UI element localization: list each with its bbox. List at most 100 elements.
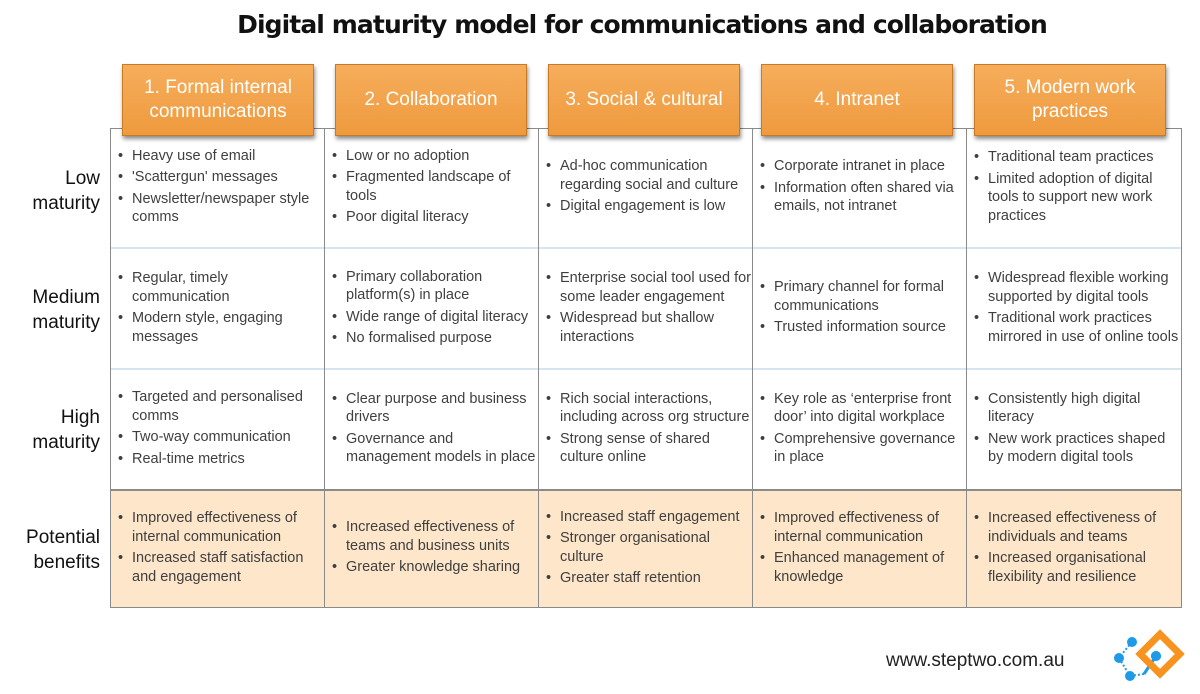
bullet-item: Traditional team practices (974, 148, 1179, 167)
bullet-item: Traditional work practices mirrored in u… (974, 309, 1179, 346)
bullet-list: Widespread flexible working supported by… (974, 269, 1179, 349)
column-header-intranet: 4. Intranet (761, 64, 953, 136)
bullet-list: Targeted and personalised commsTwo-way c… (118, 388, 323, 471)
bullet-item: Corporate intranet in place (760, 157, 965, 176)
bullet-item: Improved effectiveness of internal commu… (118, 509, 323, 546)
grid-cell: Primary channel for formal communication… (760, 249, 965, 369)
column-divider (538, 129, 539, 607)
bullet-item: Stronger organisational culture (546, 529, 751, 566)
bullet-item: Governance and management models in plac… (332, 430, 537, 467)
bullet-item: Fragmented landscape of tools (332, 168, 537, 205)
row-label-medium-maturity: Medium maturity (32, 287, 100, 333)
row-divider (111, 247, 1181, 249)
bullet-item: Real-time metrics (118, 450, 323, 469)
grid-cell: Traditional team practicesLimited adopti… (974, 129, 1179, 247)
bullet-list: Primary collaboration platform(s) in pla… (332, 268, 537, 351)
grid-cell: Increased staff engagementStronger organ… (546, 490, 751, 608)
bullet-list: Improved effectiveness of internal commu… (118, 509, 323, 589)
bullet-list: Increased staff engagementStronger organ… (546, 508, 751, 591)
bullet-item: Primary channel for formal communication… (760, 278, 965, 315)
bullet-item: Strong sense of shared culture online (546, 430, 751, 467)
grid-cell: Ad-hoc communication regarding social an… (546, 129, 751, 247)
bullet-item: Consistently high digital literacy (974, 390, 1179, 427)
bullet-item: Poor digital literacy (332, 208, 537, 227)
grid-cell: Improved effectiveness of internal commu… (118, 490, 323, 608)
bullet-item: Information often shared via emails, not… (760, 179, 965, 216)
bullet-list: Traditional team practicesLimited adopti… (974, 148, 1179, 228)
bullet-item: Enterprise social tool used for some lea… (546, 269, 751, 306)
bullet-item: New work practices shaped by modern digi… (974, 430, 1179, 467)
bullet-item: Increased staff satisfaction and engagem… (118, 549, 323, 586)
bullet-list: Consistently high digital literacyNew wo… (974, 390, 1179, 470)
bullet-item: Limited adoption of digital tools to sup… (974, 170, 1179, 226)
bullet-list: Ad-hoc communication regarding social an… (546, 157, 751, 219)
grid-cell: Targeted and personalised commsTwo-way c… (118, 369, 323, 490)
bullet-item: Greater staff retention (546, 569, 751, 588)
bullet-item: Widespread but shallow interactions (546, 309, 751, 346)
grid-cell: Increased effectiveness of individuals a… (974, 490, 1179, 608)
bullet-item: Increased effectiveness of individuals a… (974, 509, 1179, 546)
grid-cell: Consistently high digital literacyNew wo… (974, 369, 1179, 490)
page-title: Digital maturity model for communication… (237, 10, 1048, 39)
bullet-item: Key role as ‘enterprise front door’ into… (760, 390, 965, 427)
column-header-collaboration: 2. Collaboration (335, 64, 527, 136)
bullet-item: Ad-hoc communication regarding social an… (546, 157, 751, 194)
grid-cell: Improved effectiveness of internal commu… (760, 490, 965, 608)
grid-cell: Rich social interactions, including acro… (546, 369, 751, 490)
bullet-list: Key role as ‘enterprise front door’ into… (760, 390, 965, 470)
bullet-list: Enterprise social tool used for some lea… (546, 269, 751, 349)
bullet-list: Rich social interactions, including acro… (546, 390, 751, 470)
row-divider (111, 368, 1181, 370)
row-label-potential-benefits: Potential benefits (26, 527, 100, 573)
bullet-list: Improved effectiveness of internal commu… (760, 509, 965, 589)
bullet-item: Greater knowledge sharing (332, 558, 537, 577)
bullet-item: Two-way communication (118, 428, 323, 447)
grid-cell: Primary collaboration platform(s) in pla… (332, 249, 537, 369)
row-label-high-maturity: High maturity (32, 407, 100, 453)
bullet-item: Digital engagement is low (546, 197, 751, 216)
bullet-item: No formalised purpose (332, 329, 537, 348)
column-header-formal-communications: 1. Formal internal communications (122, 64, 314, 136)
grid-cell: Widespread flexible working supported by… (974, 249, 1179, 369)
bullet-item: Increased effectiveness of teams and bus… (332, 518, 537, 555)
bullet-item: Targeted and personalised comms (118, 388, 323, 425)
bullet-list: Low or no adoptionFragmented landscape o… (332, 147, 537, 230)
steptwo-logo-icon (1114, 629, 1185, 681)
bullet-item: Widespread flexible working supported by… (974, 269, 1179, 306)
bullet-item: Rich social interactions, including acro… (546, 390, 751, 427)
bullet-list: Clear purpose and business driversGovern… (332, 390, 537, 470)
column-divider (752, 129, 753, 607)
bullet-item: Heavy use of email (118, 147, 323, 166)
grid-cell: Enterprise social tool used for some lea… (546, 249, 751, 369)
bullet-list: Regular, timely communicationModern styl… (118, 269, 323, 349)
bullet-item: Newsletter/newspaper style comms (118, 190, 323, 227)
column-header-modern-work-practices: 5. Modern work practices (974, 64, 1166, 136)
grid-cell: Corporate intranet in placeInformation o… (760, 129, 965, 247)
footer-url[interactable]: www.steptwo.com.au (886, 650, 1065, 671)
grid-cell: Heavy use of email 'Scattergun' messagesN… (118, 129, 323, 247)
bullet-item: Increased organisational flexibility and… (974, 549, 1179, 586)
bullet-item: Low or no adoption (332, 147, 537, 166)
bullet-item: Trusted information source (760, 318, 965, 337)
bullet-item: Comprehensive governance in place (760, 430, 965, 467)
bullet-item: Regular, timely communication (118, 269, 323, 306)
bullet-item: Enhanced management of knowledge (760, 549, 965, 586)
bullet-item: Primary collaboration platform(s) in pla… (332, 268, 537, 305)
bullet-item: 'Scattergun' messages (118, 168, 323, 187)
grid-cell: Increased effectiveness of teams and bus… (332, 490, 537, 608)
row-label-low-maturity: Low maturity (32, 168, 100, 214)
grid-cell: Key role as ‘enterprise front door’ into… (760, 369, 965, 490)
column-divider (324, 129, 325, 607)
bullet-list: Heavy use of email 'Scattergun' messagesN… (118, 147, 323, 230)
bullet-item: Increased staff engagement (546, 508, 751, 527)
bullet-item: Improved effectiveness of internal commu… (760, 509, 965, 546)
bullet-item: Clear purpose and business drivers (332, 390, 537, 427)
column-header-social-cultural: 3. Social & cultural (548, 64, 740, 136)
bullet-item: Modern style, engaging messages (118, 309, 323, 346)
bullet-list: Primary channel for formal communication… (760, 278, 965, 340)
grid-cell: Regular, timely communicationModern styl… (118, 249, 323, 369)
bullet-list: Increased effectiveness of individuals a… (974, 509, 1179, 589)
bullet-list: Corporate intranet in placeInformation o… (760, 157, 965, 219)
grid-cell: Clear purpose and business driversGovern… (332, 369, 537, 490)
bullet-list: Increased effectiveness of teams and bus… (332, 518, 537, 580)
